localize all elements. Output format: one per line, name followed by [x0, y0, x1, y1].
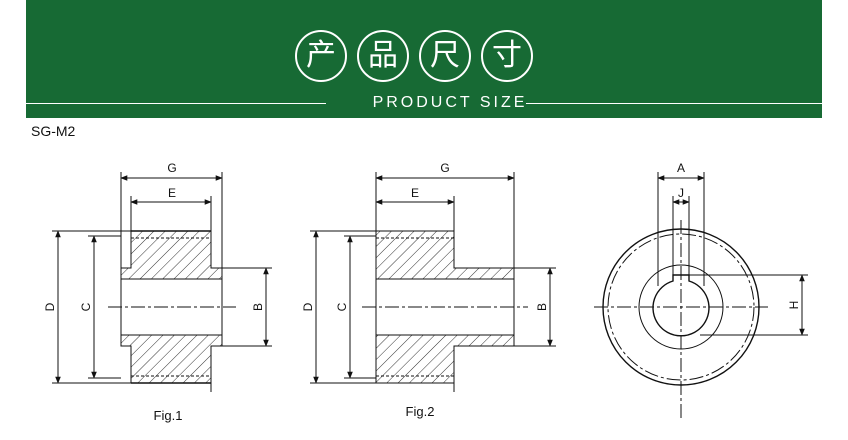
fig2-label-d: D: [301, 302, 315, 311]
product-size-banner: 产 品 尺 寸 PRODUCT SIZE: [26, 0, 822, 118]
fig1-label-c: C: [79, 302, 93, 311]
fig1-label-e: E: [168, 186, 176, 200]
title-char-4: 寸: [481, 30, 533, 82]
fig3-label-j: J: [678, 186, 684, 200]
figure-2-drawing: [310, 172, 556, 392]
fig1-label-d: D: [43, 302, 57, 311]
figure-3-drawing: [594, 172, 808, 420]
title-char-1: 产: [295, 30, 347, 82]
figure-1-drawing: [52, 172, 272, 392]
banner-rule-left: [26, 103, 326, 104]
fig1-label-g: G: [167, 161, 176, 175]
fig3-label-a: A: [677, 161, 685, 175]
banner-subtitle: PRODUCT SIZE: [372, 94, 528, 111]
model-label: SG-M2: [31, 123, 76, 139]
fig2-label-b: B: [535, 303, 549, 311]
title-char-3: 尺: [419, 30, 471, 82]
fig1-label-b: B: [251, 303, 265, 311]
fig3-pitch-circle: [607, 233, 755, 381]
fig3-label-h: H: [787, 301, 801, 310]
fig2-label-c: C: [335, 302, 349, 311]
banner-rule-right: [526, 103, 822, 104]
fig1-caption: Fig.1: [154, 408, 183, 423]
fig2-label-g: G: [440, 161, 449, 175]
title-char-2: 品: [357, 30, 409, 82]
fig3-keyed-bore: [652, 274, 710, 337]
fig2-caption: Fig.2: [406, 404, 435, 419]
fig2-label-e: E: [411, 186, 419, 200]
